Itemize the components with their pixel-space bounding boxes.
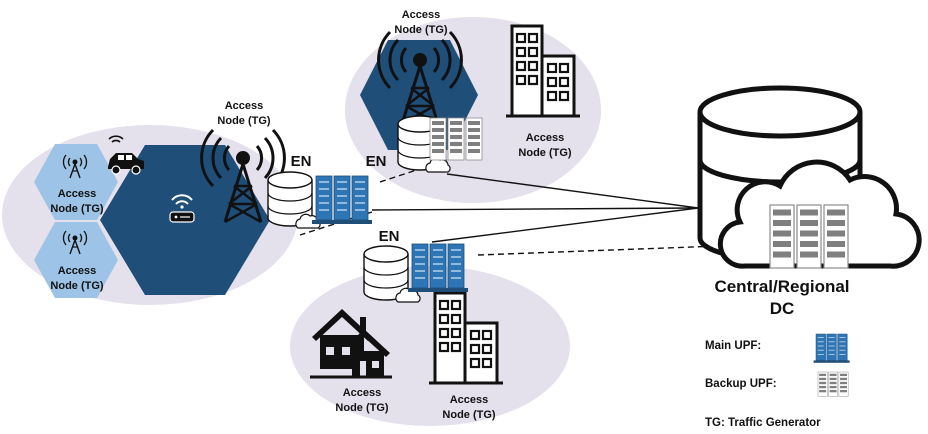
svg-text:Node (TG): Node (TG) — [50, 280, 103, 292]
access-node-label-small-bottom: Access Node (TG) — [50, 265, 103, 292]
backup-upf-icon — [769, 204, 849, 269]
access-node-label-top: Access Node (TG) — [394, 9, 447, 36]
dc-label-line1: Central/Regional — [714, 277, 849, 296]
svg-text:Access: Access — [402, 9, 441, 21]
access-node-label-houses: Access Node (TG) — [335, 387, 388, 414]
svg-text:Access: Access — [343, 387, 382, 399]
edge-node-left — [267, 171, 373, 229]
en-label-top: EN — [366, 153, 387, 170]
svg-text:Node (TG): Node (TG) — [442, 409, 495, 421]
dashed-link-top — [379, 159, 448, 183]
legend-main-upf-icon — [813, 333, 851, 364]
building-icon-top — [504, 24, 582, 118]
svg-text:Node (TG): Node (TG) — [394, 24, 447, 36]
en-label-bottom: EN — [379, 228, 400, 245]
access-node-label-small-top: Access Node (TG) — [50, 188, 103, 215]
svg-text:Access: Access — [225, 100, 264, 112]
legend-backup-upf-label: Backup UPF: — [705, 378, 777, 390]
svg-text:Node (TG): Node (TG) — [217, 115, 270, 127]
main-upf-icon — [407, 243, 469, 293]
svg-text:Node (TG): Node (TG) — [518, 147, 571, 159]
central-dc-icon — [697, 85, 922, 269]
hex-cell-small-bottom — [34, 222, 118, 298]
solid-link-top — [446, 173, 699, 209]
router-icon — [169, 194, 195, 223]
svg-text:Access: Access — [450, 394, 489, 406]
access-node-label-bottom-building: Access Node (TG) — [442, 394, 495, 421]
dashed-link-bottom — [477, 244, 746, 256]
bottom-cluster-area — [290, 266, 570, 426]
houses-icon — [310, 309, 392, 379]
svg-text:Access: Access — [526, 132, 565, 144]
solid-link-bottom — [431, 207, 699, 243]
svg-text:Node (TG): Node (TG) — [50, 203, 103, 215]
svg-text:Access: Access — [58, 265, 97, 277]
svg-text:Node (TG): Node (TG) — [335, 402, 388, 414]
en-label-left: EN — [291, 153, 312, 170]
solid-link-left — [371, 207, 699, 211]
car-icon — [108, 135, 144, 175]
access-node-label-left-tower: Access Node (TG) — [217, 100, 270, 127]
legend-main-upf-label: Main UPF: — [705, 340, 761, 352]
legend: Main UPF: Backup UPF: TG: Traffic Genera… — [705, 333, 851, 429]
main-upf-icon — [311, 175, 373, 225]
svg-text:Access: Access — [58, 188, 97, 200]
dc-label-line2: DC — [770, 299, 795, 318]
legend-backup-upf-icon — [817, 371, 849, 397]
hex-cell-small-top — [34, 144, 118, 220]
backup-upf-icon — [429, 117, 483, 161]
access-node-label-top-building: Access Node (TG) — [518, 132, 571, 159]
legend-tg-label: TG: Traffic Generator — [705, 417, 821, 429]
